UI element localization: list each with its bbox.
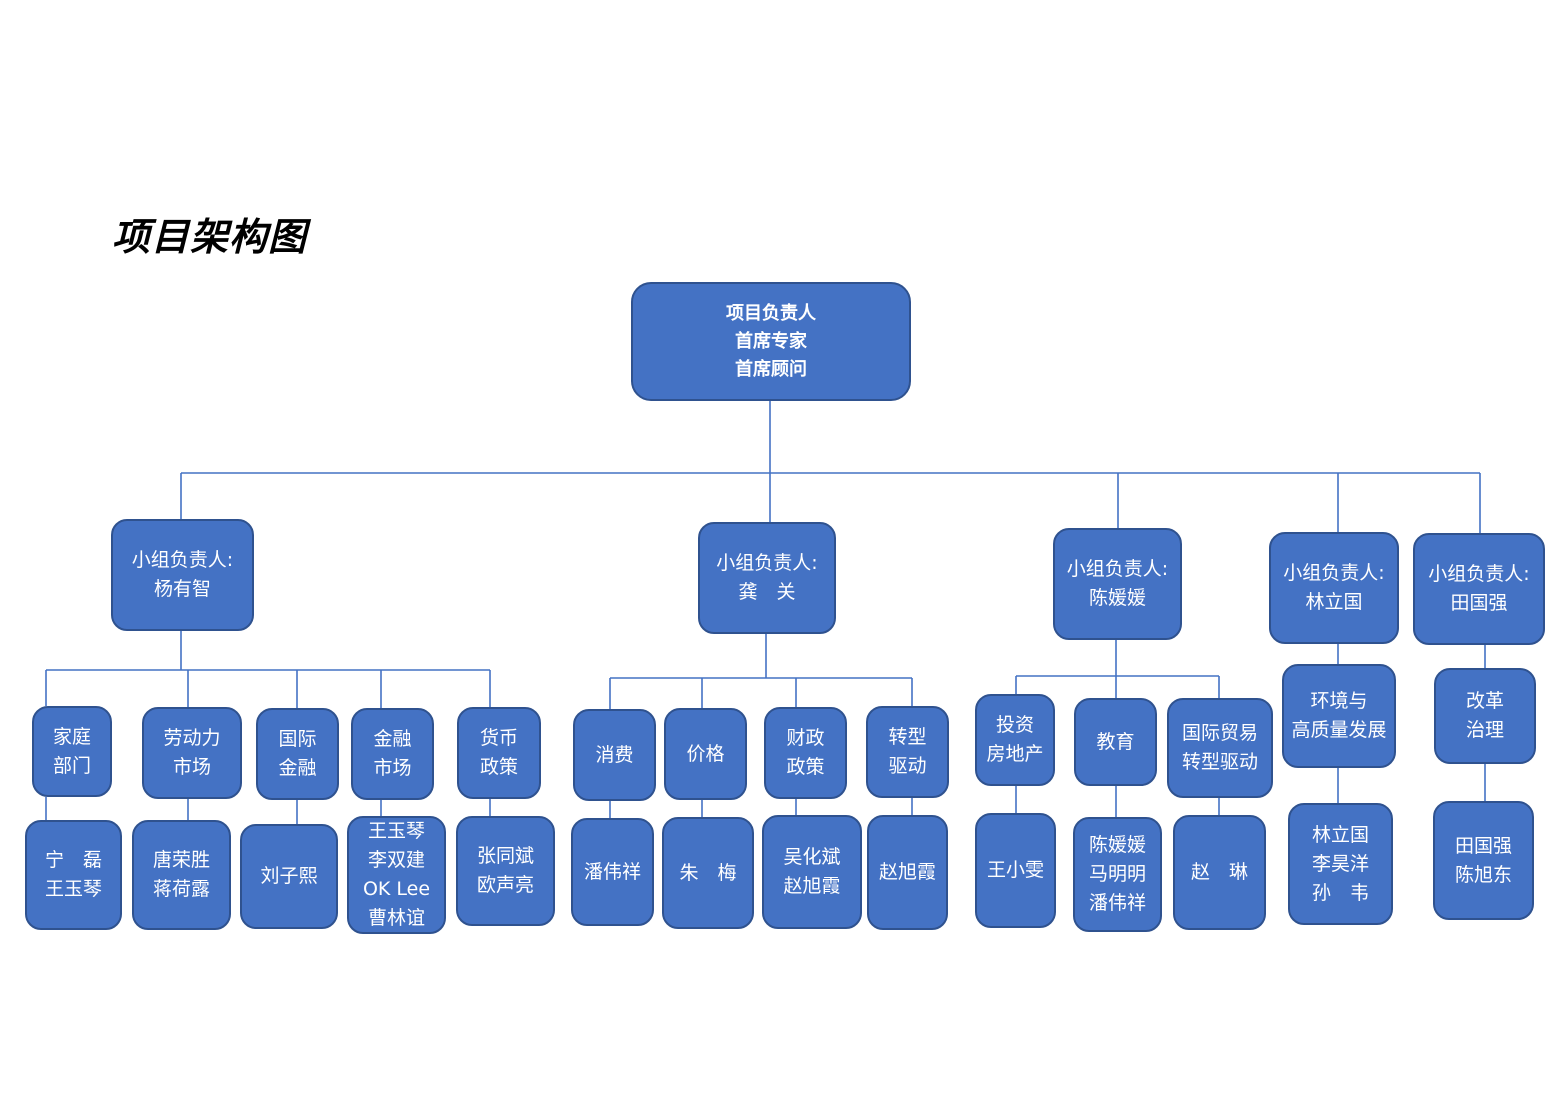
box-text-line: 房地产 — [986, 743, 1044, 765]
box-text-line: 小组负责人: — [1066, 558, 1169, 580]
box-text-line: 教育 — [1096, 730, 1135, 753]
topic-node: 转型驱动 — [866, 706, 949, 798]
box-text-line: OK Lee — [362, 878, 431, 900]
group-leader-node: 小组负责人: 陈媛媛 — [1053, 528, 1182, 640]
box-text-line: 王小雯 — [986, 859, 1044, 881]
topic-node: 劳动力市场 — [142, 707, 242, 799]
people-node: 陈媛媛马明明潘伟祥 — [1073, 817, 1162, 932]
box-text-line: 小组负责人: — [131, 549, 234, 571]
group-leader-node: 小组负责人: 田国强 — [1413, 533, 1545, 645]
box-text-line: 潘伟祥 — [583, 860, 641, 883]
box-text-line: 项目负责人 — [726, 302, 816, 324]
box-text-line: 首席专家 — [735, 330, 807, 352]
box-text-line: 消费 — [595, 743, 634, 766]
box-text-line: 吴化斌 — [783, 846, 841, 868]
box-text-line: 驱动 — [888, 755, 927, 777]
box-text-line: 王玉琴 — [44, 878, 102, 900]
box-text-line: 高质量发展 — [1291, 719, 1387, 741]
box-text-line: 转型驱动 — [1181, 751, 1258, 773]
box-text-line: 赵旭霞 — [783, 875, 841, 897]
box-text-line: 小组负责人: — [716, 552, 818, 574]
people-node: 赵旭霞 — [867, 815, 948, 930]
box-text-line: 市场 — [373, 757, 412, 779]
box-text-line: 家庭 — [52, 725, 91, 748]
topic-node: 投资房地产 — [975, 694, 1055, 786]
box-text-line: 唐荣胜 — [152, 849, 210, 871]
people-node: 林立国李昊洋孙 韦 — [1288, 803, 1393, 925]
box-text-line: 刘子熙 — [260, 865, 318, 887]
box-text-line: 市场 — [172, 756, 211, 778]
box-text-line: 曹林谊 — [367, 907, 425, 929]
people-node: 田国强陈旭东 — [1433, 801, 1534, 920]
people-node: 赵 琳 — [1173, 815, 1266, 930]
people-node: 唐荣胜蒋荷露 — [132, 820, 231, 930]
box-text-line: 孙 韦 — [1311, 881, 1369, 904]
box-text-line: 龚 关 — [738, 581, 796, 603]
box-text-line: 部门 — [52, 754, 91, 777]
box-text-line: 投资 — [995, 714, 1034, 736]
topic-node: 国际金融 — [256, 708, 339, 800]
box-text-line: 财政 — [786, 727, 825, 749]
box-text-line: 赵 琳 — [1190, 861, 1248, 883]
people-node: 张同斌欧声亮 — [456, 816, 555, 926]
box-text-line: 朱 梅 — [679, 861, 737, 884]
box-text-line: 蒋荷露 — [152, 878, 210, 900]
box-text-line: 政策 — [479, 756, 518, 778]
box-text-line: 宁 磊 — [44, 849, 102, 871]
box-text-line: 劳动力 — [163, 727, 221, 749]
box-text-line: 小组负责人: — [1428, 563, 1530, 585]
topic-node: 环境与高质量发展 — [1282, 664, 1396, 768]
box-text-line: 价格 — [686, 742, 725, 765]
people-node: 吴化斌赵旭霞 — [762, 815, 862, 929]
topic-node: 消费 — [573, 709, 656, 801]
people-node: 王玉琴李双建 OK Lee 曹林谊 — [347, 816, 446, 934]
box-text-line: 转型 — [888, 726, 927, 748]
topic-node: 教育 — [1074, 698, 1157, 786]
box-text-line: 田国强 — [1454, 834, 1512, 857]
box-text-line: 陈旭东 — [1454, 863, 1512, 886]
people-node: 潘伟祥 — [571, 818, 654, 926]
box-text-line: 陈媛媛 — [1088, 834, 1146, 856]
people-node: 朱 梅 — [662, 817, 754, 929]
box-text-line: 国际 — [278, 728, 317, 750]
box-text-line: 王玉琴 — [367, 820, 425, 842]
box-text-line: 小组负责人: — [1283, 562, 1385, 584]
box-text-line: 改革 — [1465, 690, 1504, 712]
topic-node: 金融市场 — [351, 708, 434, 800]
box-text-line: 环境与 — [1310, 690, 1368, 712]
diagram-title: 项目架构图 — [112, 215, 308, 259]
topic-node: 价格 — [664, 708, 747, 800]
box-text-line: 林立国 — [1311, 823, 1369, 846]
box-text-line: 金融 — [373, 728, 412, 750]
topic-node: 国际贸易转型驱动 — [1167, 698, 1273, 798]
group-leader-node: 小组负责人: 林立国 — [1269, 532, 1399, 644]
root-node-project-lead: 项目负责人首席专家首席顾问 — [631, 282, 911, 401]
box-text-line: 林立国 — [1305, 591, 1363, 613]
box-text-line: 治理 — [1465, 719, 1504, 741]
topic-node: 货币政策 — [457, 707, 541, 799]
people-node: 刘子熙 — [240, 824, 338, 929]
topic-node: 改革治理 — [1434, 668, 1536, 764]
box-text-line: 马明明 — [1088, 863, 1146, 885]
box-text-line: 国际贸易 — [1181, 722, 1258, 744]
box-text-line: 田国强 — [1450, 592, 1508, 614]
box-text-line: 张同斌 — [476, 845, 534, 867]
topic-node: 财政政策 — [764, 707, 847, 799]
group-leader-node: 小组负责人: 龚 关 — [698, 522, 836, 634]
people-node: 宁 磊王玉琴 — [25, 820, 122, 930]
box-text-line: 首席顾问 — [735, 358, 807, 380]
box-text-line: 陈媛媛 — [1088, 587, 1146, 609]
box-text-line: 金融 — [278, 757, 317, 779]
box-text-line: 政策 — [786, 756, 825, 778]
people-node: 王小雯 — [975, 813, 1056, 928]
box-text-line: 潘伟祥 — [1088, 892, 1146, 914]
box-text-line: 李双建 — [367, 849, 425, 871]
group-leader-node: 小组负责人: 杨有智 — [111, 519, 254, 631]
box-text-line: 货币 — [479, 727, 518, 749]
topic-node: 家庭部门 — [32, 706, 112, 797]
box-text-line: 李昊洋 — [1311, 852, 1369, 875]
box-text-line: 赵旭霞 — [878, 861, 936, 883]
box-text-line: 杨有智 — [153, 578, 211, 600]
box-text-line: 欧声亮 — [476, 874, 534, 896]
